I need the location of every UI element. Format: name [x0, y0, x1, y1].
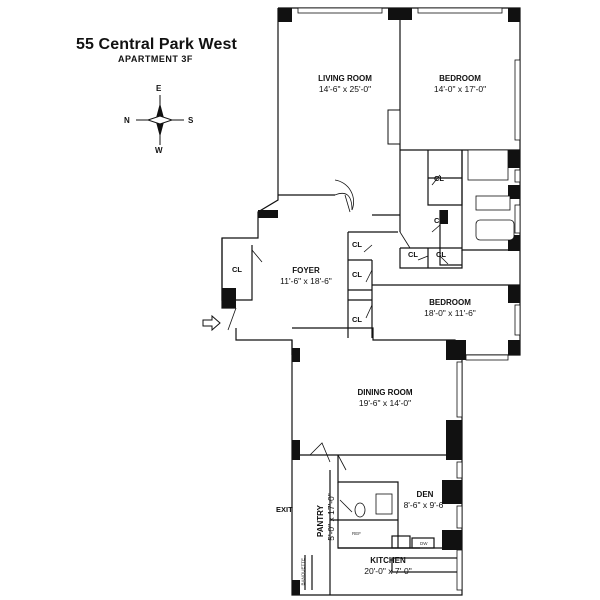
door-swing — [334, 179, 354, 211]
door-swing — [431, 174, 441, 186]
room-name-pantry: PANTRY — [316, 505, 325, 537]
window — [465, 354, 509, 361]
shower — [467, 149, 509, 181]
compass-east: E — [156, 84, 162, 93]
door-swing — [337, 454, 347, 471]
dishwasher-label: DW — [420, 541, 428, 546]
room-dims-bedroom-2: 18'-0" x 11'-6" — [424, 308, 476, 318]
banquette-label: BANQUETTE — [300, 557, 306, 586]
window — [514, 169, 521, 183]
wall-foyer-bottom — [235, 328, 293, 355]
sink — [475, 195, 511, 211]
door-swing — [365, 269, 373, 283]
window — [514, 304, 521, 336]
compass-west: W — [155, 146, 163, 155]
door-swing — [363, 244, 373, 253]
closet-label: CL — [352, 240, 362, 249]
room-name-kitchen: KITCHEN — [370, 556, 406, 565]
window — [456, 461, 463, 479]
room-name-bedroom-2: BEDROOM — [429, 298, 471, 307]
room-dims-dining-room: 19'-6" x 14'-0" — [358, 398, 412, 408]
window — [456, 505, 463, 529]
room-name-foyer: FOYER — [292, 266, 320, 275]
window — [456, 361, 463, 418]
door-swing — [431, 224, 441, 233]
room-name-den: DEN — [416, 490, 434, 499]
room-dims-living-room: 14'-6" x 25'-0" — [318, 84, 372, 94]
door-swing — [417, 255, 429, 261]
bathtub — [475, 219, 515, 241]
building-title: 55 Central Park West — [76, 36, 237, 53]
fireplace — [387, 109, 401, 145]
compass-north: N — [124, 116, 130, 125]
entry-arrow-icon — [202, 314, 221, 332]
closet-label: CL — [408, 250, 418, 259]
room-dims-foyer: 11'-6" x 18'-6" — [280, 276, 332, 286]
refrigerator-label: REF — [352, 531, 361, 536]
room-dims-bedroom-1: 14'-0" x 17'-0" — [433, 84, 487, 94]
window — [456, 549, 463, 591]
sink — [375, 493, 393, 515]
window — [297, 7, 383, 14]
room-dims-den: 8'-6" x 9'-6" — [403, 500, 447, 510]
door-swing — [339, 499, 353, 513]
door-swing — [251, 249, 263, 263]
room-name-living-room: LIVING ROOM — [318, 74, 372, 83]
room-dims-pantry: 5'-0" x 17'-0" — [326, 493, 336, 541]
closet-label: CL — [436, 250, 446, 259]
toilet — [354, 502, 366, 518]
window — [514, 59, 521, 141]
room-dims-kitchen: 20'-0" x 7'-0" — [364, 566, 412, 576]
room-name-bedroom-1: BEDROOM — [439, 74, 481, 83]
compass-south: S — [188, 116, 194, 125]
door-swing — [227, 307, 237, 331]
door-swing — [309, 442, 331, 463]
door-swing — [439, 255, 449, 265]
closet-label: CL — [434, 174, 444, 183]
closet-label: CL — [352, 315, 362, 324]
apartment-subtitle: APARTMENT 3F — [118, 54, 193, 64]
window — [417, 7, 503, 14]
door-swing — [365, 304, 373, 319]
window — [514, 204, 521, 234]
closet-label: CL — [434, 216, 444, 225]
closet-label: CL — [232, 265, 242, 274]
room-name-dining-room: DINING ROOM — [357, 388, 413, 397]
door-swing — [334, 192, 353, 211]
door-swing — [399, 231, 411, 249]
closet-label: CL — [352, 270, 362, 279]
compass-icon — [136, 95, 184, 145]
exit-label: EXIT — [276, 505, 293, 514]
